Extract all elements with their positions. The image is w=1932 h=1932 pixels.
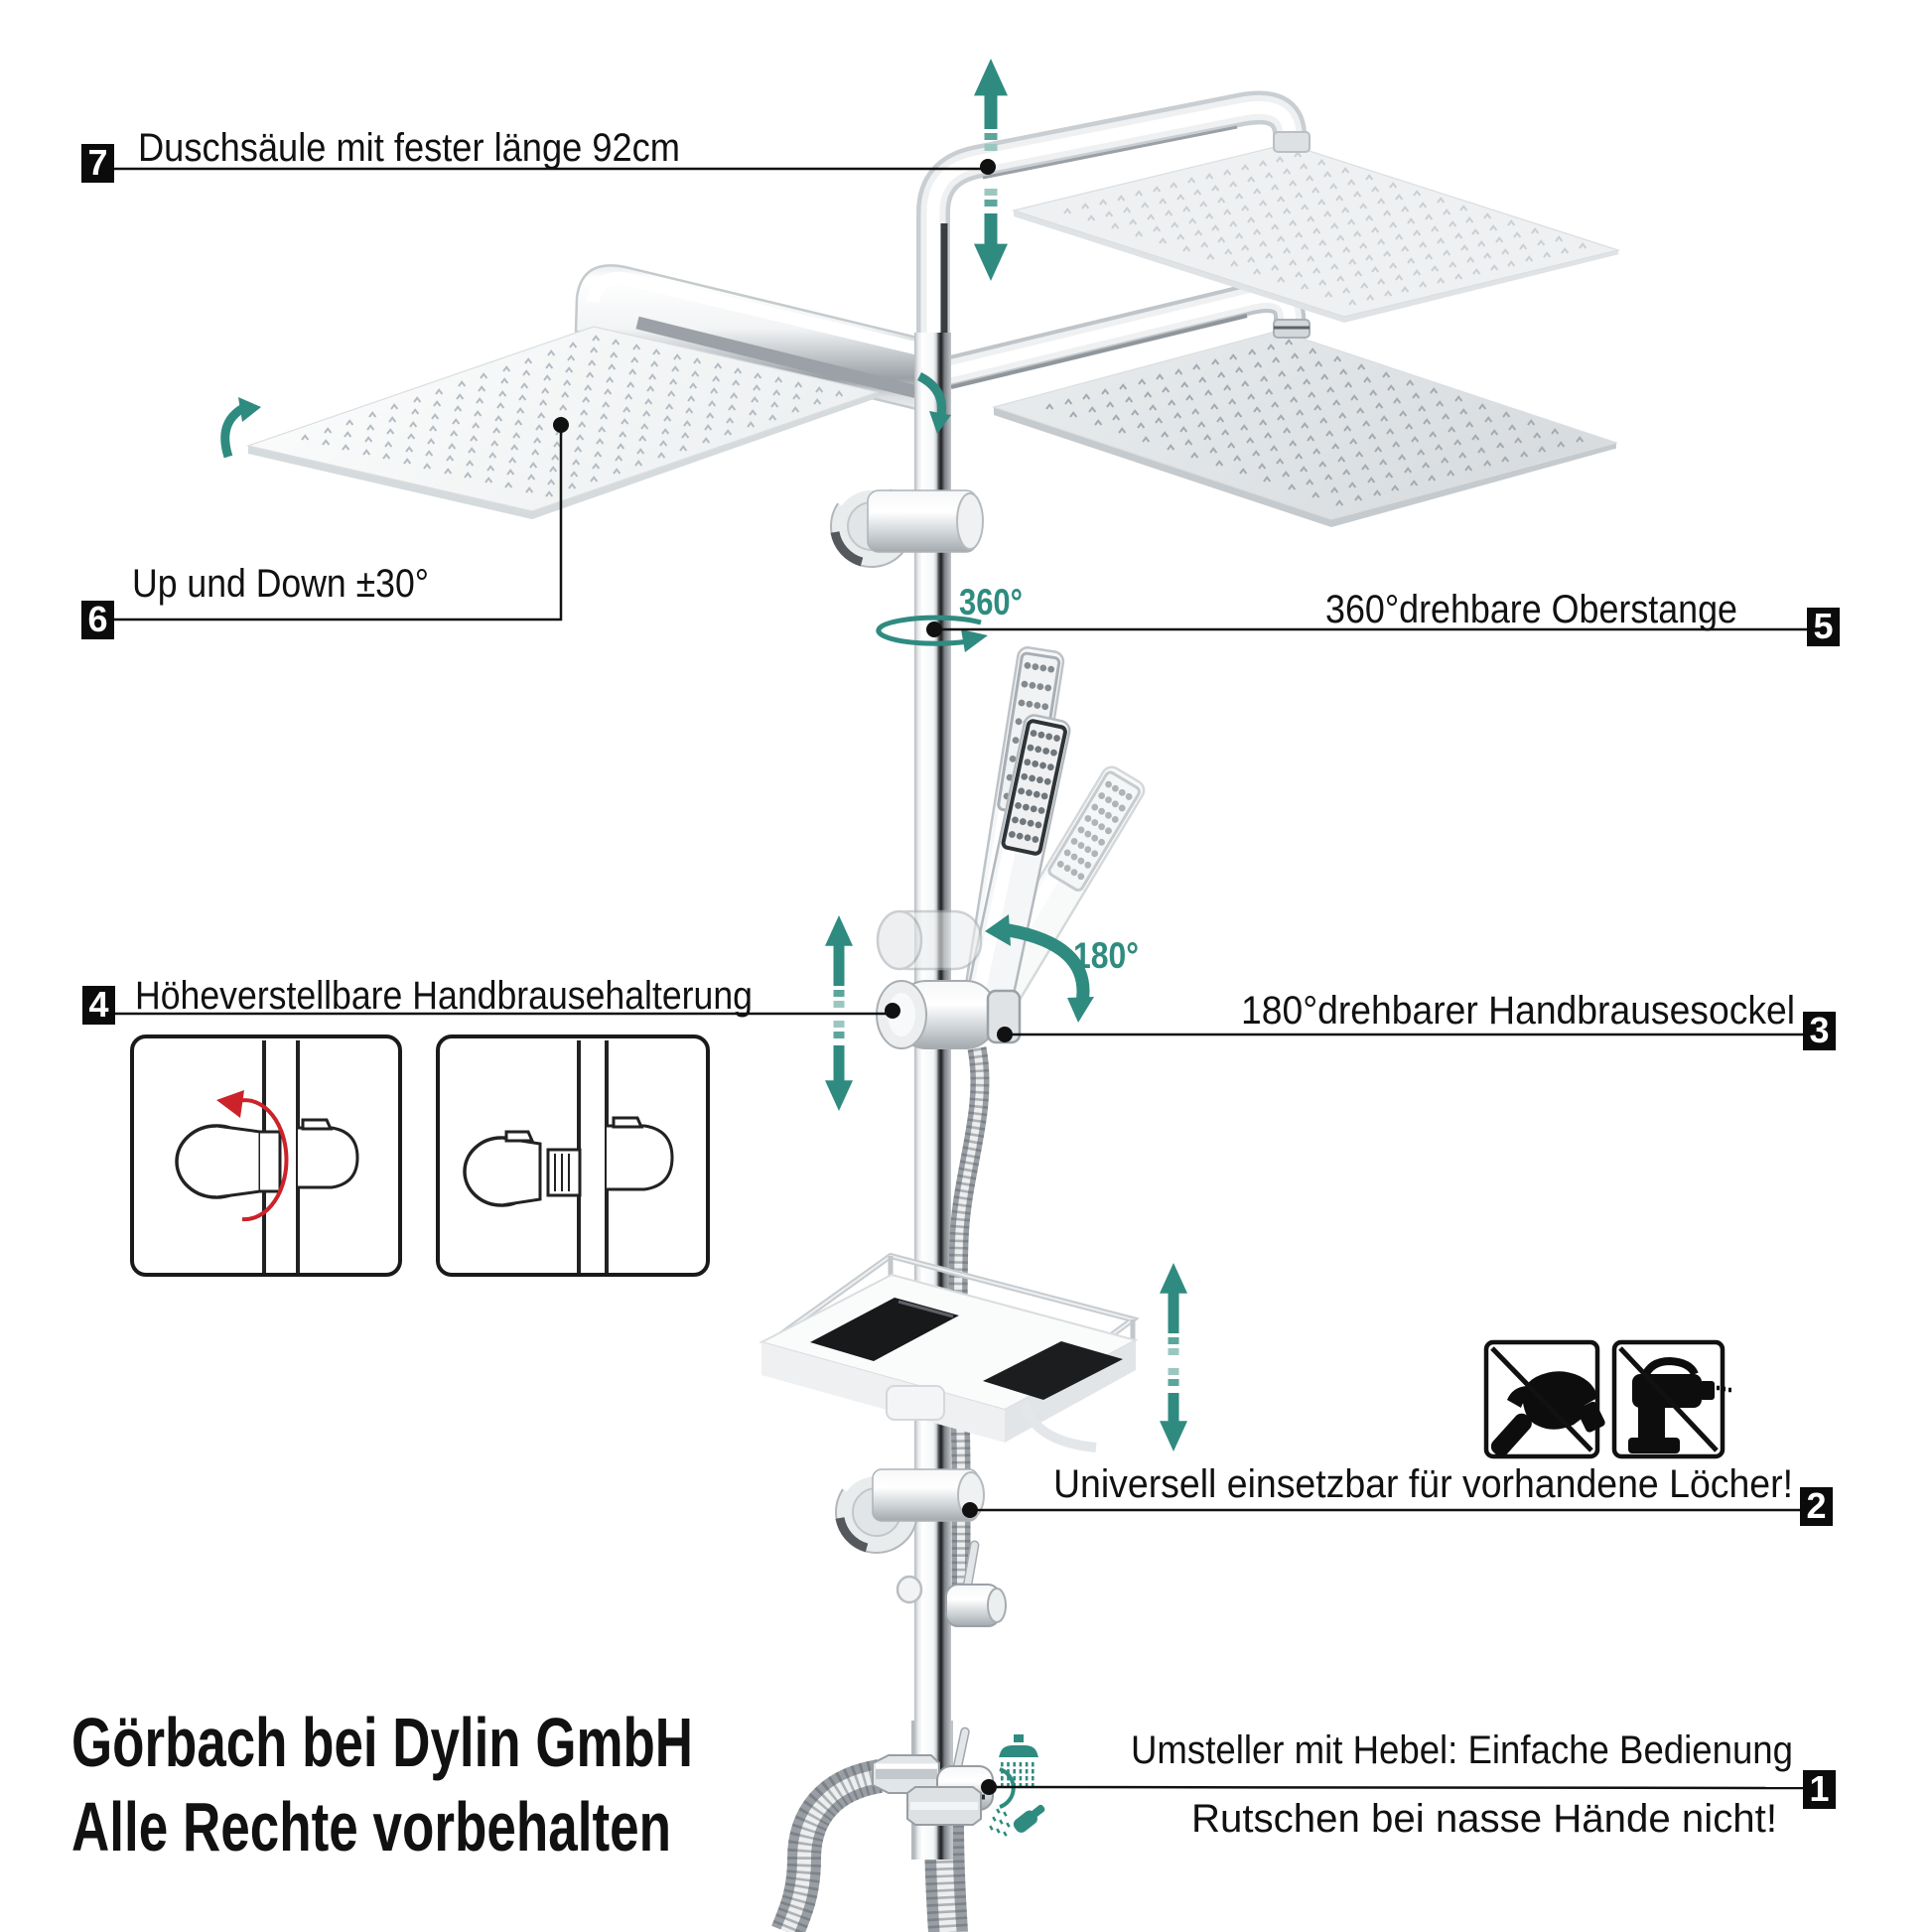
svg-text:4: 4 — [88, 984, 108, 1025]
svg-text:Up und Down ±30°: Up und Down ±30° — [132, 562, 429, 606]
svg-text:5: 5 — [1813, 606, 1833, 646]
svg-text:3: 3 — [1809, 1010, 1829, 1050]
svg-text:2: 2 — [1806, 1485, 1826, 1526]
svg-text:6: 6 — [87, 599, 107, 639]
svg-text:Höheverstellbare Handbrausehal: Höheverstellbare Handbrausehalterung — [135, 974, 753, 1018]
svg-text:Duschsäule mit fester länge 92: Duschsäule mit fester länge 92cm — [138, 126, 680, 170]
svg-text:Rutschen bei nasse Hände nicht: Rutschen bei nasse Hände nicht! — [1191, 1797, 1777, 1841]
svg-text:Universell einsetzbar für vorh: Universell einsetzbar für vorhandene Löc… — [1053, 1462, 1793, 1506]
svg-text:Umsteller mit Hebel: Einfache: Umsteller mit Hebel: Einfache Bedienung — [1131, 1728, 1793, 1772]
svg-text:360°: 360° — [959, 582, 1023, 622]
svg-text:1: 1 — [1809, 1768, 1829, 1809]
svg-text:Alle Rechte vorbehalten: Alle Rechte vorbehalten — [71, 1788, 671, 1865]
svg-text:360°drehbare Oberstange: 360°drehbare Oberstange — [1325, 588, 1737, 631]
svg-text:7: 7 — [87, 142, 107, 183]
svg-text:Görbach bei Dylin GmbH: Görbach bei Dylin GmbH — [71, 1704, 693, 1781]
svg-text:180°drehbarer Handbrausesockel: 180°drehbarer Handbrausesockel — [1241, 989, 1795, 1033]
svg-text:180°: 180° — [1073, 935, 1139, 976]
